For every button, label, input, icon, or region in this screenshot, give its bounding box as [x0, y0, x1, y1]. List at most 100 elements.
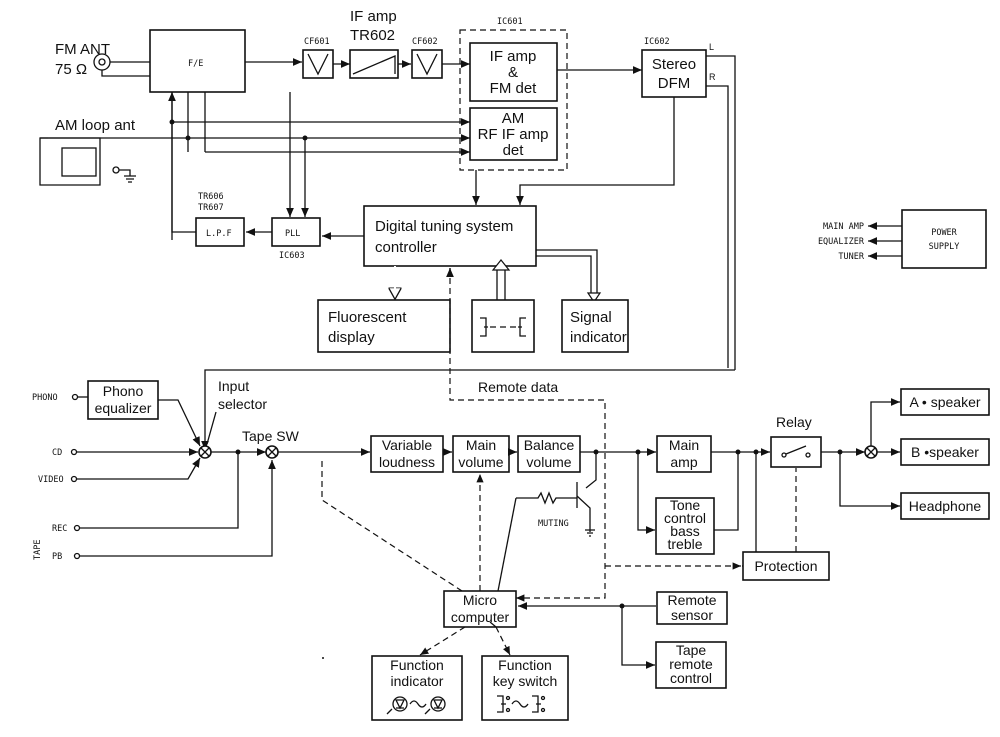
left-channel-label: L — [709, 42, 714, 52]
ic602-label: IC602 — [644, 37, 670, 47]
balance-volume-block — [517, 435, 581, 473]
function-key-switch-block — [481, 655, 569, 721]
power-supply-line2: SUPPLY — [929, 242, 960, 252]
remote-data-label: Remote data — [478, 379, 558, 395]
am-line3: det — [503, 142, 525, 159]
variable-loudness-block — [370, 435, 444, 473]
main-volume-block — [452, 435, 510, 473]
protection-label: Protection — [754, 558, 817, 574]
if-amp-fm-det-line1: IF amp — [490, 48, 537, 65]
micro-line1: Micro — [463, 592, 497, 608]
function-indicator-block — [371, 655, 463, 721]
tr602-label: TR602 — [350, 27, 395, 44]
tape-rc-line3: control — [670, 670, 712, 686]
headphone-label: Headphone — [909, 498, 982, 514]
var-loud-line2: loudness — [379, 454, 435, 470]
stereo-dfm-line2: DFM — [658, 75, 691, 92]
if-amp-label: IF amp — [350, 8, 397, 25]
dts-line1: Digital tuning system — [375, 218, 513, 235]
tone-line2: control — [664, 510, 706, 526]
ic603-label: IC603 — [279, 251, 305, 261]
tr607-label: TR607 — [198, 203, 224, 213]
b-speaker-block — [900, 438, 990, 466]
tape-label: TAPE — [33, 540, 43, 560]
tone-line4: treble — [667, 536, 702, 552]
am-line2: RF IF amp — [478, 126, 549, 143]
main-amp-line2: amp — [670, 454, 697, 470]
am-line1: AM — [502, 110, 525, 127]
phono-eq-line1: Phono — [103, 383, 144, 399]
lpf-label: L.P.F — [206, 229, 232, 239]
am-loop-ant-label: AM loop ant — [55, 117, 136, 134]
remote-sensor-block — [656, 591, 728, 625]
am-rf-if-amp-block — [469, 107, 558, 161]
power-supply-line1: POWER — [931, 228, 957, 238]
pll-block — [271, 217, 321, 247]
speaker-node-icon — [864, 445, 878, 459]
lpf-block — [195, 217, 245, 247]
pb-jack-icon — [73, 552, 81, 560]
tape-remote-control-block — [655, 641, 727, 689]
main-vol-line2: volume — [458, 454, 503, 470]
tape-rc-line2: remote — [669, 656, 713, 672]
power-equalizer-label: EQUALIZER — [818, 237, 865, 247]
cf601-filter-block — [302, 49, 334, 79]
func-ind-line2: indicator — [391, 673, 444, 689]
rec-label: REC — [52, 524, 67, 534]
headphone-block — [900, 492, 990, 520]
led-indicator-icon — [386, 696, 446, 715]
func-ind-line1: Function — [390, 657, 444, 673]
rec-jack-icon — [73, 524, 81, 532]
protection-block — [742, 551, 830, 581]
relay-label: Relay — [776, 414, 812, 430]
main-vol-line1: Main — [466, 437, 496, 453]
tape-sw-label: Tape SW — [242, 428, 300, 444]
relay-switch-block — [770, 436, 822, 468]
func-key-line2: key switch — [493, 673, 558, 689]
stereo-dfm-line1: Stereo — [652, 56, 696, 73]
signal-indicator-block — [561, 299, 629, 353]
fm-ant-ohms-label: 75 Ω — [55, 61, 87, 78]
var-loud-line1: Variable — [382, 437, 433, 453]
pll-label: PLL — [285, 229, 300, 239]
tone-control-block — [655, 497, 715, 555]
digital-tuning-controller-block — [363, 205, 537, 267]
video-jack-icon — [70, 475, 78, 483]
microcomputer-block — [443, 590, 517, 628]
remote-sensor-line2: sensor — [671, 607, 713, 623]
tone-line3: bass — [670, 523, 700, 539]
phono-jack-icon — [71, 393, 79, 401]
right-channel-label: R — [709, 72, 716, 82]
cf601-label: CF601 — [304, 37, 330, 47]
tape-rc-line1: Tape — [676, 642, 707, 658]
input-selector-line2: selector — [218, 396, 267, 412]
pb-label: PB — [52, 552, 62, 562]
cf602-filter-block — [411, 49, 443, 79]
tr606-label: TR606 — [198, 192, 224, 202]
tuner-key-switch-icon — [471, 299, 535, 353]
fe-label: F/E — [188, 59, 203, 69]
if-amp-block — [349, 49, 399, 79]
muting-label: MUTING — [538, 519, 569, 529]
micro-line2: computer — [451, 609, 510, 625]
bal-vol-line1: Balance — [524, 437, 575, 453]
if-amp-fm-det-line2: & — [508, 64, 518, 81]
cf602-label: CF602 — [412, 37, 438, 47]
key-switch-icon — [497, 695, 546, 713]
fe-block — [149, 29, 246, 93]
power-main-amp-label: MAIN AMP — [823, 222, 864, 232]
fluorescent-line1: Fluorescent — [328, 309, 407, 326]
muting-transistor-icon — [516, 452, 597, 537]
ic601-outline — [459, 29, 568, 171]
fluorescent-line2: display — [328, 329, 375, 346]
power-tuner-label: TUNER — [838, 252, 864, 262]
signal-line1: Signal — [570, 309, 612, 326]
fluorescent-display-block — [317, 299, 451, 353]
signal-line2: indicator — [570, 329, 627, 346]
a-speaker-label: A • speaker — [909, 394, 980, 410]
input-selector-node-icon — [198, 445, 212, 459]
fm-ant-label: FM ANT — [55, 41, 110, 58]
if-amp-fm-det-line3: FM det — [490, 80, 538, 97]
power-supply-block — [901, 209, 987, 269]
